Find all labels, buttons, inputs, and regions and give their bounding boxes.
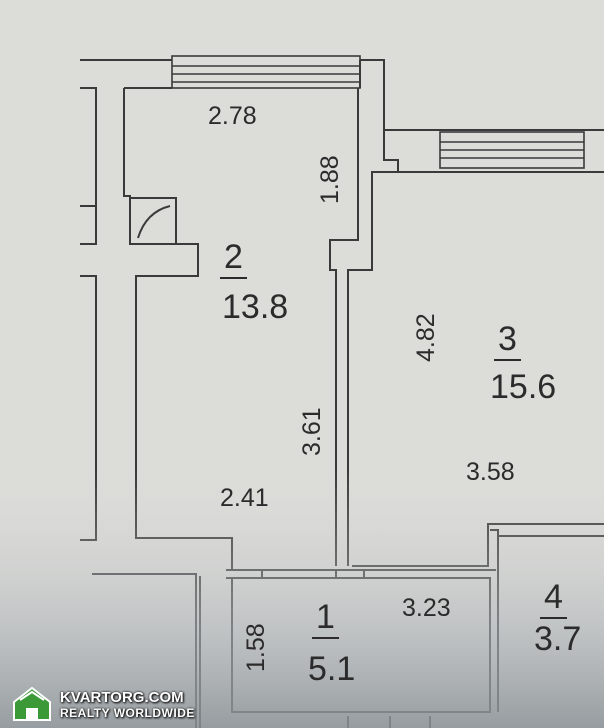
room4-number: 4 [540, 580, 567, 619]
photo-shadow [0, 470, 604, 728]
dim-room3-bottom: 3.58 [466, 458, 515, 486]
room3-wall [347, 171, 604, 566]
room2-right-wall [329, 88, 359, 566]
room3-area: 15.6 [490, 368, 557, 406]
watermark-tagline: REALTY WORLDWIDE [60, 705, 195, 720]
window-top [171, 55, 361, 89]
left-wall-upper [80, 87, 97, 245]
dim-room2-bottom: 2.41 [220, 484, 269, 512]
watermark: KVARTORG.COM REALTY WORLDWIDE [10, 686, 195, 722]
room3-corner [383, 130, 399, 172]
dim-room3-left: 4.82 [412, 313, 440, 362]
dim-room1-left: 1.58 [242, 623, 270, 672]
window-right [439, 131, 585, 169]
watermark-brand: KVARTORG.COM [60, 688, 184, 706]
room3-number: 3 [494, 322, 521, 361]
dim-room2-top: 2.78 [208, 102, 257, 130]
room4-area: 3.7 [534, 620, 582, 658]
shaft-curve [137, 205, 171, 239]
top-right-outer-wall [360, 59, 604, 131]
house-icon [13, 686, 51, 721]
shaft-box [129, 197, 177, 245]
room1-number: 1 [312, 600, 339, 639]
room2-area: 13.8 [222, 288, 289, 326]
room1-area: 5.1 [308, 650, 356, 688]
dim-room2-right-upper: 1.88 [316, 155, 344, 204]
room2-number: 2 [220, 240, 247, 279]
dim-room2-right-lower: 3.61 [298, 407, 326, 456]
dim-room1-top: 3.23 [402, 594, 451, 622]
